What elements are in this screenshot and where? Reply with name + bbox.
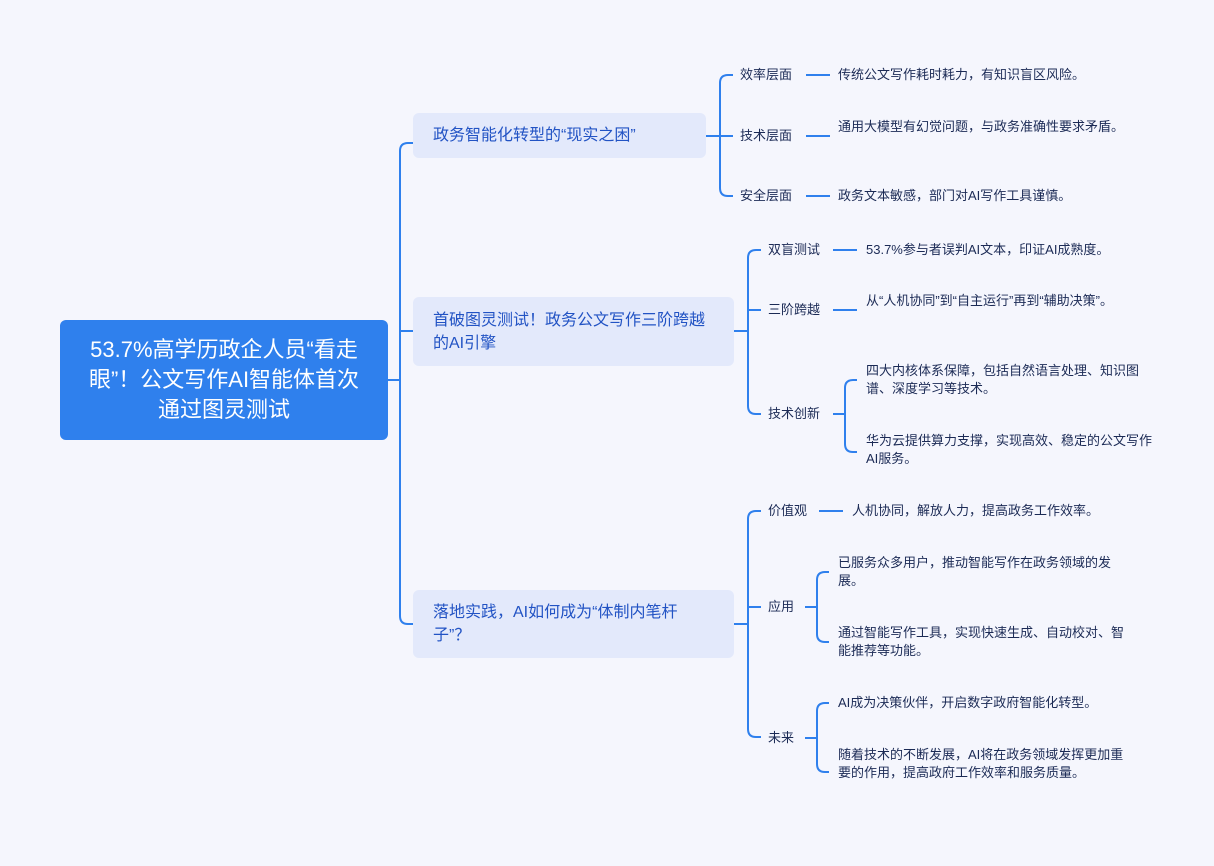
topic-security[interactable]: 安全层面 (740, 188, 793, 203)
leaf-node[interactable]: 通过智能写作工具，实现快速生成、自动校对、智能推荐等功能。 (838, 625, 1125, 658)
topic-technology[interactable]: 技术层面 (740, 128, 793, 143)
topic-future[interactable]: 未来 (768, 730, 795, 745)
topic-values[interactable]: 价值观 (768, 503, 808, 518)
leaf-node[interactable]: 随着技术的不断发展，AI将在政务领域发挥更加重要的作用，提高政府工作效率和服务质… (838, 747, 1124, 780)
leaf-node[interactable]: 通用大模型有幻觉问题，与政务准确性要求矛盾。 (838, 119, 1125, 134)
topic-tech-innovation[interactable]: 技术创新 (768, 406, 821, 421)
leaf-node[interactable]: 从“人机协同”到“自主运行”再到“辅助决策”。 (866, 293, 1113, 308)
branch-node-turing[interactable]: 首破图灵测试！政务公文写作三阶跨越的AI引擎 (413, 297, 734, 366)
leaf-node[interactable]: 传统公文写作耗时耗力，有知识盲区风险。 (838, 67, 1086, 82)
topic-double-blind[interactable]: 双盲测试 (768, 242, 821, 257)
topic-efficiency[interactable]: 效率层面 (740, 67, 793, 82)
topic-application[interactable]: 应用 (768, 599, 795, 614)
leaf-node[interactable]: 人机协同，解放人力，提高政务工作效率。 (852, 503, 1100, 518)
leaf-node[interactable]: 四大内核体系保障，包括自然语言处理、知识图谱、深度学习等技术。 (866, 363, 1140, 396)
root-node[interactable]: 53.7%高学历政企人员“看走眼”！公文写作AI智能体首次通过图灵测试 (60, 320, 388, 440)
topic-three-stages[interactable]: 三阶跨越 (768, 302, 821, 317)
leaf-node[interactable]: 华为云提供算力支撑，实现高效、稳定的公文写作AI服务。 (866, 433, 1153, 466)
branch-title: 政务智能化转型的“现实之困” (433, 127, 636, 144)
branch-node-practice[interactable]: 落地实践，AI如何成为“体制内笔杆子”？ (413, 590, 734, 658)
root-title: 53.7%高学历政企人员“看走眼”！公文写作AI智能体首次通过图灵测试 (88, 337, 360, 422)
branch-title: 首破图灵测试！政务公文写作三阶跨越的AI引擎 (433, 311, 706, 352)
branch-title: 落地实践，AI如何成为“体制内笔杆子”？ (433, 604, 678, 644)
leaf-node[interactable]: AI成为决策伙伴，开启数字政府智能化转型。 (838, 695, 1098, 710)
branch-node-reality[interactable]: 政务智能化转型的“现实之困” (413, 113, 706, 158)
leaf-node[interactable]: 53.7%参与者误判AI文本，印证AI成熟度。 (866, 242, 1110, 257)
leaf-node[interactable]: 已服务众多用户，推动智能写作在政务领域的发展。 (838, 555, 1112, 588)
leaf-node[interactable]: 政务文本敏感，部门对AI写作工具谨慎。 (838, 188, 1072, 203)
